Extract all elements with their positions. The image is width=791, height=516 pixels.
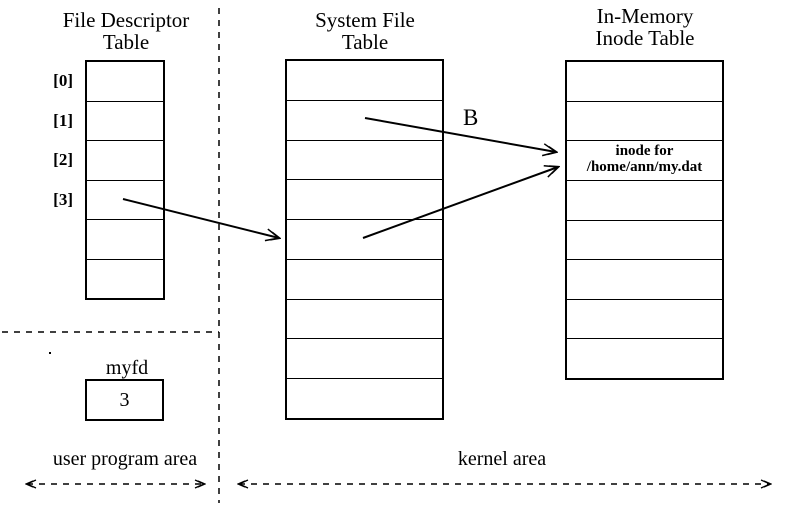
inode-table-title: In-Memory Inode Table — [555, 5, 735, 49]
fd-table-title-line1: File Descriptor — [62, 8, 190, 32]
fd-table-title: File Descriptor Table — [36, 9, 216, 53]
table-cell — [287, 378, 442, 418]
in-memory-inode-table: inode for/home/ann/my.dat — [565, 60, 724, 380]
myfd-value: 3 — [119, 388, 130, 411]
inode-table-title-line1: In-Memory — [596, 4, 694, 28]
table-cell — [567, 62, 722, 101]
system-file-table-title-line2: Table — [341, 30, 389, 54]
table-cell — [287, 338, 442, 378]
fd-row-label: [3] — [53, 189, 73, 209]
user-program-area-label: user program area — [52, 448, 198, 470]
inode-table-title-line2: Inode Table — [595, 26, 695, 50]
table-cell — [87, 258, 163, 299]
myfd-label: myfd — [105, 357, 149, 379]
period-mark — [49, 352, 51, 354]
table-cell — [287, 61, 442, 100]
myfd-box: 3 — [85, 379, 164, 421]
table-cell — [567, 179, 722, 220]
table-cell — [87, 219, 163, 259]
table-cell: [3] — [53, 179, 163, 220]
arrow-b-label: B — [463, 105, 479, 130]
table-cell — [287, 99, 442, 140]
table-cell — [567, 100, 722, 141]
system-file-table-title: System File Table — [275, 9, 455, 53]
fd-row-label: [0] — [53, 71, 73, 91]
inode-entry-line: /home/ann/my.dat — [586, 159, 703, 176]
table-cell — [567, 259, 722, 299]
table-cell — [287, 258, 442, 299]
table-cell — [567, 338, 722, 378]
table-cell — [287, 179, 442, 219]
table-cell — [287, 139, 442, 180]
table-cell — [287, 298, 442, 339]
table-cell — [567, 219, 722, 260]
fd-row-label: [2] — [53, 150, 73, 170]
table-cell: inode for/home/ann/my.dat — [567, 140, 722, 180]
table-cell: [2] — [53, 140, 163, 180]
table-cell: [1] — [53, 100, 163, 141]
file-descriptor-table: [0] [1] [2] [3] — [53, 60, 165, 300]
table-cell: [0] — [53, 62, 163, 101]
table-cell — [287, 219, 442, 259]
table-cell — [567, 298, 722, 339]
kernel-area-label: kernel area — [457, 448, 547, 470]
system-file-table — [285, 59, 444, 420]
fd-row-label: [1] — [53, 110, 73, 130]
system-file-table-title-line1: System File — [315, 8, 415, 32]
inode-entry-text: inode for/home/ann/my.dat — [567, 143, 722, 175]
fd-table-title-line2: Table — [102, 30, 150, 54]
inode-entry-line: inode for — [615, 143, 674, 160]
